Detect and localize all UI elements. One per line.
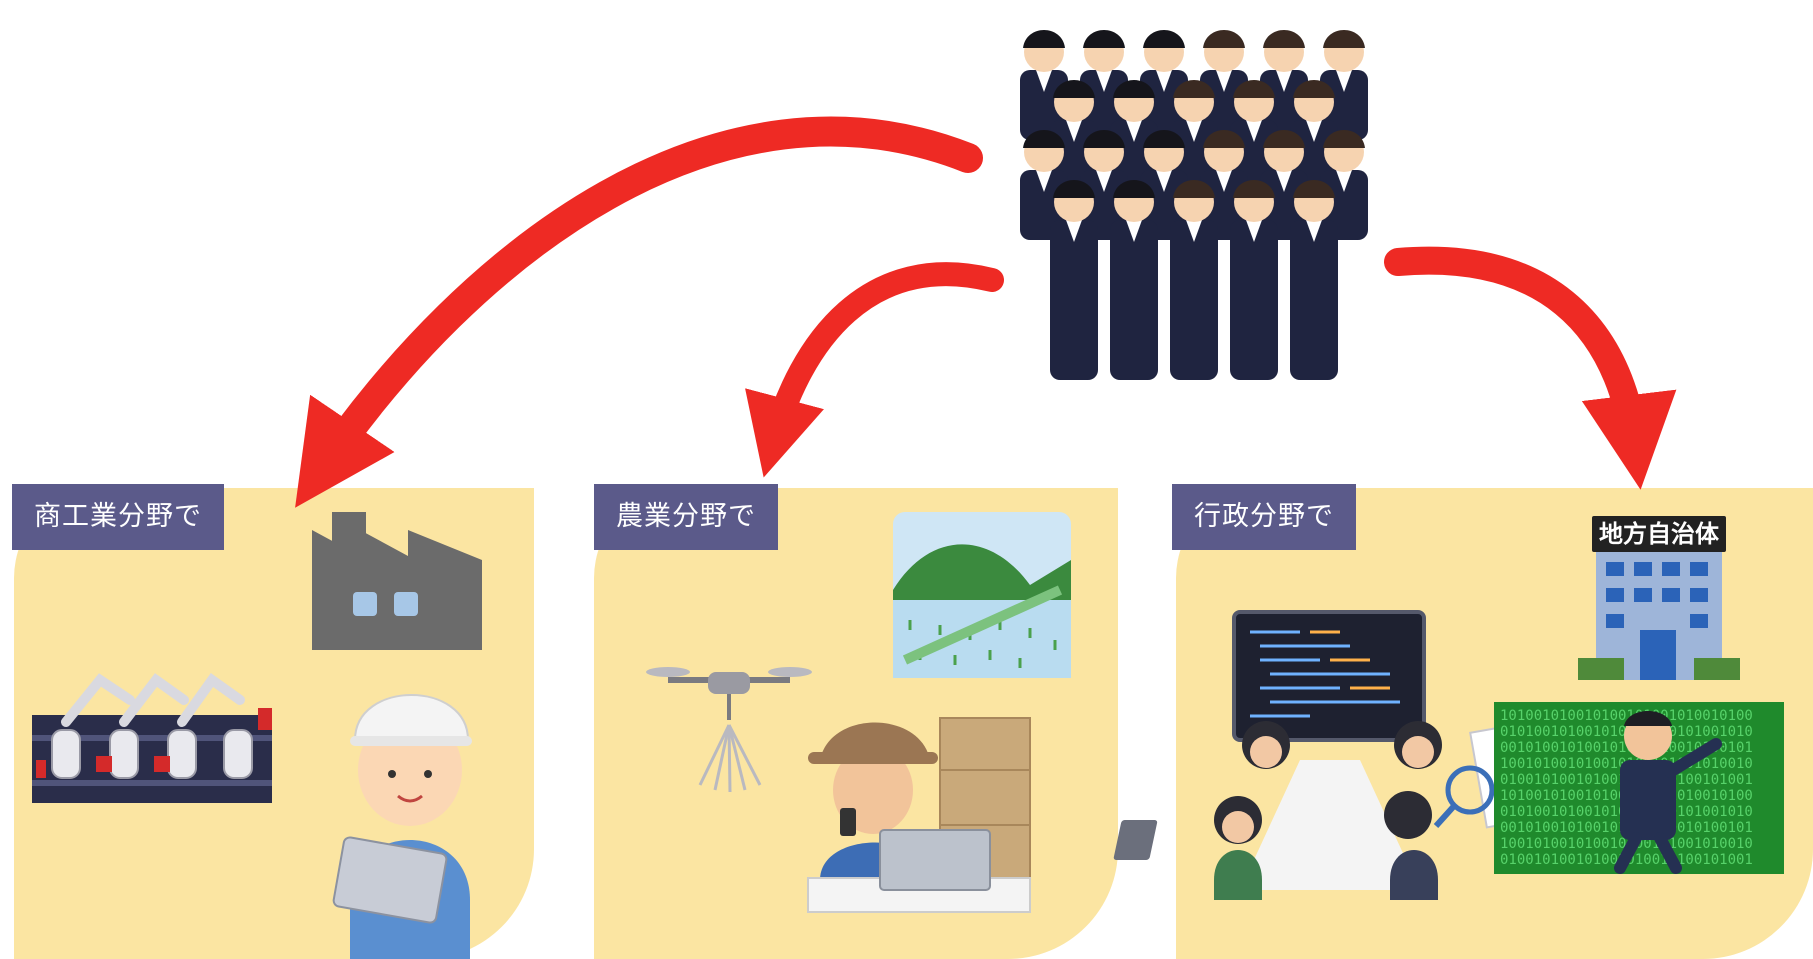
binary-row: 001010010100101001010010100101 [1500,740,1753,756]
worker-shirt [1306,220,1322,242]
worker-hair [1233,80,1275,98]
worker-shirt [1246,120,1262,142]
worker-body [1110,220,1158,380]
binary-row: 101001010010100101001010010100 [1500,708,1753,724]
worker-shirt [1096,70,1112,92]
worker-shirt [1096,170,1112,192]
worker-hair [1263,30,1305,48]
worker-shirt [1156,170,1172,192]
worker-hair [1143,30,1185,48]
farmer-with-laptop-icon [807,717,1031,913]
worker-hair [1233,180,1275,198]
arrow-to-commerce [295,116,983,508]
worker-body [1050,220,1098,380]
worker-body [1170,220,1218,380]
worker-hair [1143,130,1185,148]
worker-hair [1323,30,1365,48]
factory-icon [312,512,482,650]
worker-hair [1023,130,1065,148]
worker-hair [1323,130,1365,148]
worker-shirt [1216,170,1232,192]
worker-hair [1083,30,1125,48]
worker-hair [1113,80,1155,98]
worker-shirt [1276,70,1292,92]
man-pointing-icon [1614,711,1722,874]
worker-body [1230,220,1278,380]
worker-hair [1263,130,1305,148]
worker-hair [1113,180,1155,198]
worker-shirt [1156,70,1172,92]
worker-hair [1203,130,1245,148]
worker-with-helmet-icon [332,694,472,959]
crowd-of-workers-icon [1020,30,1368,380]
worker-hair [1173,180,1215,198]
worker-hair [1053,180,1095,198]
worker-hair [1203,30,1245,48]
worker-shirt [1246,220,1262,242]
rice-field-icon [893,512,1071,678]
worker-hair [1083,130,1125,148]
local-government-building-icon: 地方自治体 [1578,516,1740,680]
worker-shirt [1216,70,1232,92]
worker-shirt [1336,170,1352,192]
worker-hair [1173,80,1215,98]
team-meeting-with-code-screen-icon [1113,610,1571,900]
sector-label-commerce-industry: 商工業分野で [12,484,224,550]
drone-icon [646,667,812,793]
worker-hair [1053,80,1095,98]
worker-shirt [1276,170,1292,192]
arrow-to-administration [1384,246,1677,490]
worker-hair [1293,180,1335,198]
worker-body [1290,220,1338,380]
worker-shirt [1066,120,1082,142]
worker-shirt [1036,70,1052,92]
worker-shirt [1126,220,1142,242]
worker-hair [1293,80,1335,98]
worker-shirt [1336,70,1352,92]
worker-shirt [1036,170,1052,192]
worker-shirt [1126,120,1142,142]
sector-label-administration: 行政分野で [1172,484,1356,550]
worker-shirt [1066,220,1082,242]
worker-shirt [1306,120,1322,142]
arrow-to-agriculture [745,262,1004,478]
robot-arm-production-line-icon [32,673,272,803]
worker-shirt [1186,220,1202,242]
signboard-text: 地方自治体 [1599,520,1720,548]
sector-label-agriculture: 農業分野で [594,484,778,550]
worker-hair [1023,30,1065,48]
worker-shirt [1186,120,1202,142]
